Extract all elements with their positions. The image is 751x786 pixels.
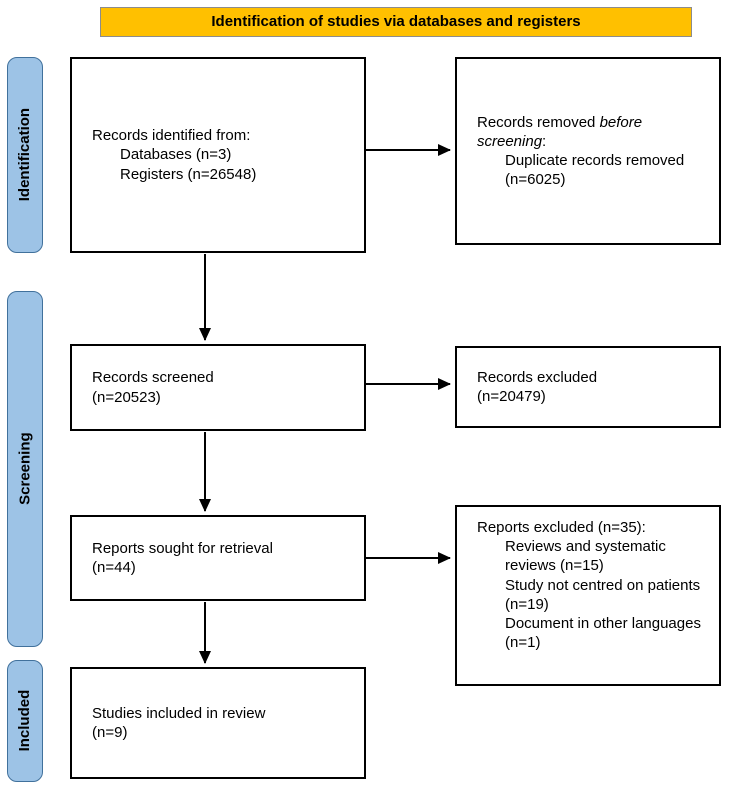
header-banner: Identification of studies via databases … xyxy=(100,7,692,37)
box-line: Records excluded xyxy=(477,368,598,386)
box-studies-included: Studies included in review (n=9) xyxy=(70,667,366,779)
box-line-title: Records removed before screening: xyxy=(477,113,709,151)
header-title: Identification of studies via databases … xyxy=(211,13,581,31)
box-line-item: Registers (n=26548) xyxy=(120,165,257,183)
box-records-identified: Records identified from: Databases (n=3)… xyxy=(70,57,366,253)
box-line-item: Study not centred on patients (n=19) xyxy=(505,576,701,613)
box-records-excluded: Records excluded (n=20479) xyxy=(455,346,721,428)
box-line-item: Reviews and systematic reviews (n=15) xyxy=(505,538,666,575)
box-line-item: Databases (n=3) xyxy=(120,146,232,164)
title-text: : xyxy=(542,132,547,150)
box-line-title: Reports excluded (n=35): xyxy=(477,519,646,536)
title-text: Records removed xyxy=(477,113,600,131)
stage-included-label: Included xyxy=(16,690,34,752)
box-line: Records screened xyxy=(92,369,214,387)
box-line: Reports sought for retrieval xyxy=(92,539,273,557)
box-records-screened: Records screened (n=20523) xyxy=(70,344,366,431)
stage-screening-label: Screening xyxy=(16,432,34,506)
box-line: (n=20523) xyxy=(92,388,161,406)
box-reports-excluded: Reports excluded (n=35): Reviews and sys… xyxy=(455,505,721,686)
stage-included: Included xyxy=(7,660,43,782)
box-reports-sought: Reports sought for retrieval (n=44) xyxy=(70,515,366,601)
stage-identification: Identification xyxy=(7,57,43,253)
box-line-title: Records identified from: xyxy=(92,127,251,145)
box-records-removed: Records removed before screening: Duplic… xyxy=(455,57,721,245)
box-line: Studies included in review xyxy=(92,704,266,722)
stage-screening: Screening xyxy=(7,291,43,647)
box-line-item: Duplicate records removed (n=6025) xyxy=(505,152,685,189)
title-italic-text: before screening xyxy=(477,113,643,150)
stage-identification-label: Identification xyxy=(16,108,34,202)
box-line: (n=20479) xyxy=(477,388,546,405)
box-line: (n=9) xyxy=(92,724,128,741)
box-line: (n=44) xyxy=(92,559,136,576)
box-line-item: Document in other languages (n=1) xyxy=(505,614,701,652)
